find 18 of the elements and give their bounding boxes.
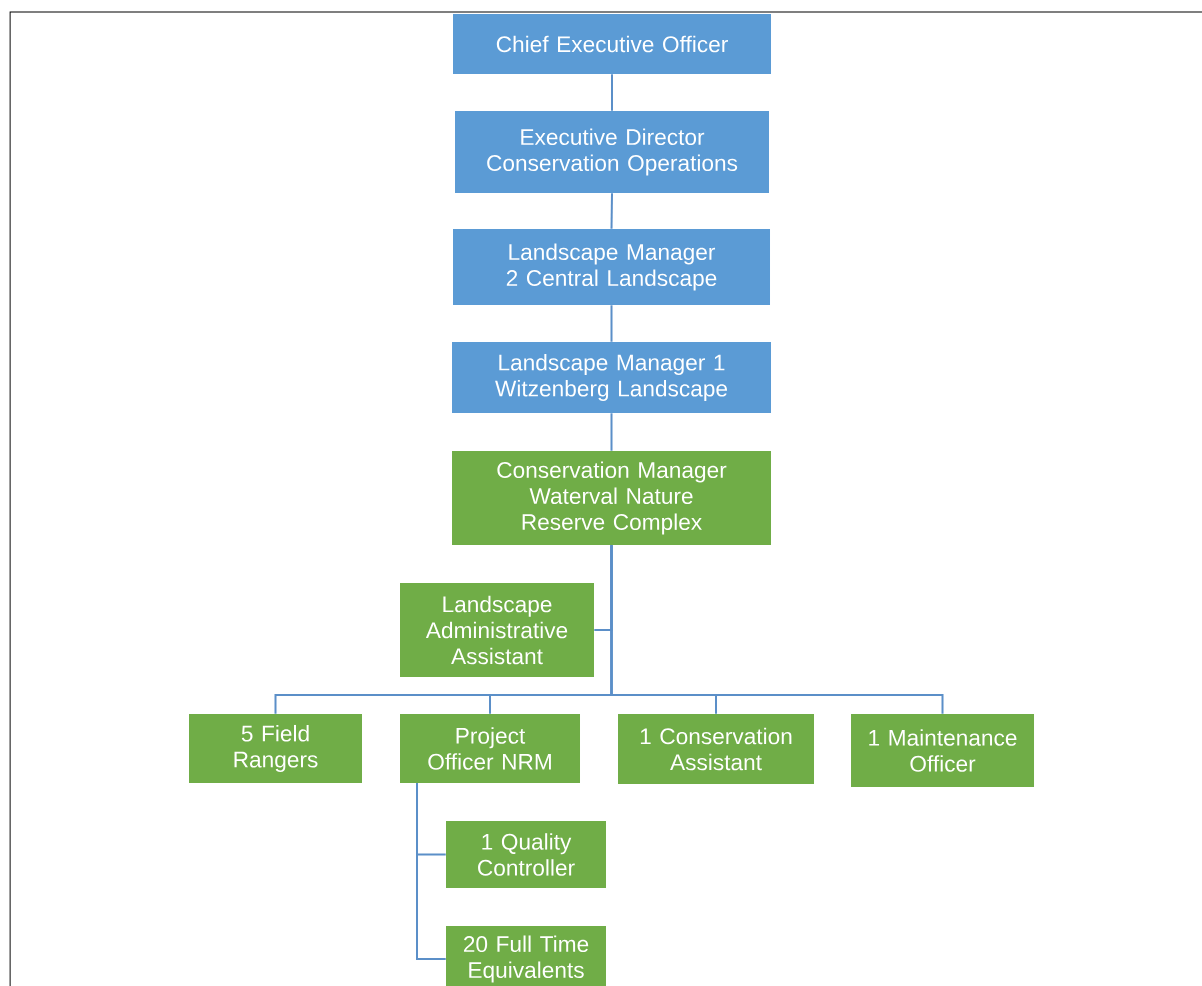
role-box: 20 Full Time Equivalents <box>446 926 606 986</box>
connector-line <box>610 544 944 715</box>
role-box: Executive Director Conservation Operations <box>455 111 769 193</box>
connector-line <box>610 304 613 343</box>
role-box: Landscape Manager 2 Central Landscape <box>453 229 770 305</box>
role-box: Landscape Administrative Assistant <box>400 583 594 677</box>
role-box: 5 Field Rangers <box>189 714 362 783</box>
role-box: Landscape Manager 1 Witzenberg Landscape <box>452 342 771 413</box>
role-box: Project Officer NRM <box>400 714 580 783</box>
role-box: Chief Executive Officer <box>453 14 771 74</box>
connector-line <box>611 73 613 112</box>
connector-line <box>610 412 613 452</box>
role-box: Conservation Manager Waterval Nature Reserve Complex <box>452 451 771 545</box>
role-box: 1 Maintenance Officer <box>851 714 1034 787</box>
role-box: 1 Quality Controller <box>446 821 606 888</box>
connector-line <box>416 782 447 960</box>
role-box: 1 Conservation Assistant <box>618 714 814 784</box>
connector-line <box>610 192 613 230</box>
